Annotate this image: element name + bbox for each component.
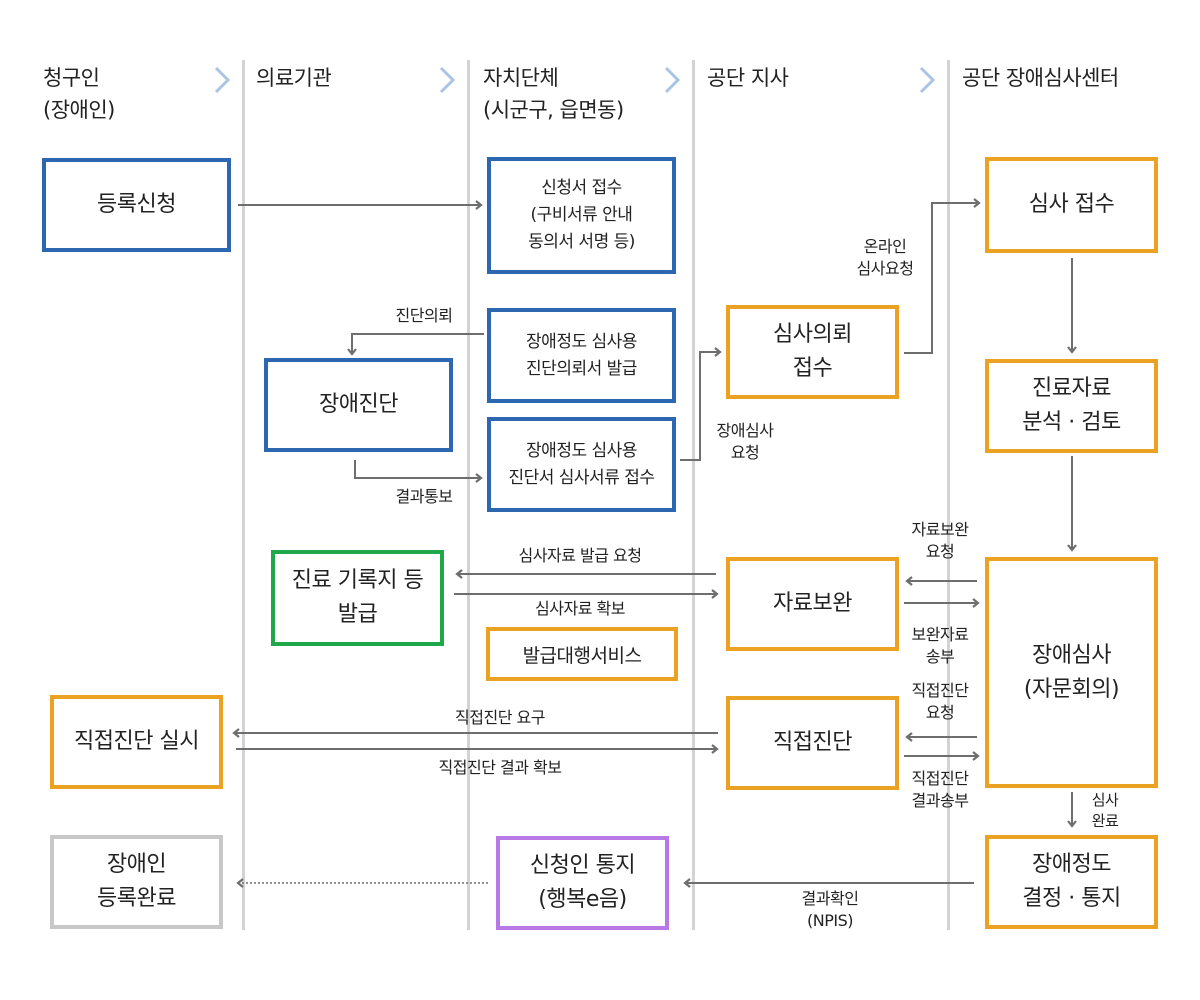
label-direct-diag-demand: 직접진단 요구: [455, 708, 545, 727]
box-material-supplement: 자료보완: [726, 557, 899, 651]
lane-header-review-center: 공단 장애심사센터: [962, 66, 1119, 90]
arrow-result-notice: [354, 460, 483, 483]
label-online-review-request: 온라인 심사요청: [856, 237, 914, 278]
box-decision-notice: 장애정도 결정 · 통지: [985, 835, 1158, 929]
box-diagnosis-docs-receipt: 장애정도 심사용 진단서 심사서류 접수: [487, 417, 676, 512]
chevron-right-icon: [919, 66, 936, 94]
label-result-notice: 결과통보: [395, 487, 453, 506]
lane-header-branch-office: 공단 지사: [707, 66, 789, 90]
box-review-receipt: 심사 접수: [985, 157, 1158, 253]
chevron-right-icon: [439, 66, 456, 94]
box-issuance-agency-service: 발급대행서비스: [486, 627, 678, 681]
box-record-issue: 진료 기록지 등 발급: [271, 550, 444, 646]
arrow-disability-review-request: [680, 347, 722, 461]
label-material-issue-request: 심사자료 발급 요청: [518, 546, 642, 565]
label-supplement-request: 자료보완 요청: [911, 520, 969, 561]
lane-divider: [467, 60, 470, 930]
lane-header-medical-institution: 의료기관: [256, 66, 332, 90]
lane-header-applicant: 청구인 (장애인): [43, 66, 115, 122]
label-review-complete: 심사 완료: [1091, 791, 1119, 830]
box-applicant-notice: 신청인 통지 (행복e음): [496, 836, 669, 930]
box-direct-diagnosis: 직접진단: [726, 696, 899, 790]
lane-divider: [242, 60, 245, 930]
box-registration-request: 등록신청: [42, 158, 231, 252]
label-disability-review-request: 장애심사 요청: [716, 421, 774, 462]
box-medical-analysis: 진료자료 분석 · 검토: [985, 359, 1158, 453]
chevron-right-icon: [214, 66, 231, 94]
box-application-receipt: 신청서 접수 (구비서류 안내 동의서 서명 등): [487, 157, 676, 274]
box-direct-diagnosis-exec: 직접진단 실시: [50, 695, 223, 789]
box-registration-complete: 장애인 등록완료: [50, 835, 223, 929]
label-material-secure: 심사자료 확보: [535, 599, 625, 618]
label-diagnosis-request: 진단의뢰: [395, 306, 453, 325]
lane-divider: [692, 60, 695, 930]
box-review-request-receipt: 심사의뢰 접수: [726, 305, 899, 399]
label-result-check: 결과확인 (NPIS): [801, 889, 859, 930]
arrow-diagnosis-request: [347, 333, 484, 356]
arrow-online-review-request: [904, 198, 981, 354]
box-disability-review: 장애심사 (자문회의): [985, 557, 1158, 788]
label-direct-diag-request: 직접진단 요청: [911, 681, 969, 722]
box-disability-diagnosis: 장애진단: [264, 358, 453, 452]
chevron-right-icon: [664, 66, 681, 94]
label-direct-diag-result-secure: 직접진단 결과 확보: [438, 758, 562, 777]
lane-divider: [947, 60, 950, 930]
box-diagnosis-request-issue: 장애정도 심사용 진단의뢰서 발급: [487, 308, 676, 403]
lane-header-local-government: 자치단체 (시군구, 읍면동): [483, 66, 624, 122]
label-direct-diag-result-send: 직접진단 결과송부: [911, 769, 969, 810]
label-supplement-send: 보완자료 송부: [911, 625, 969, 666]
